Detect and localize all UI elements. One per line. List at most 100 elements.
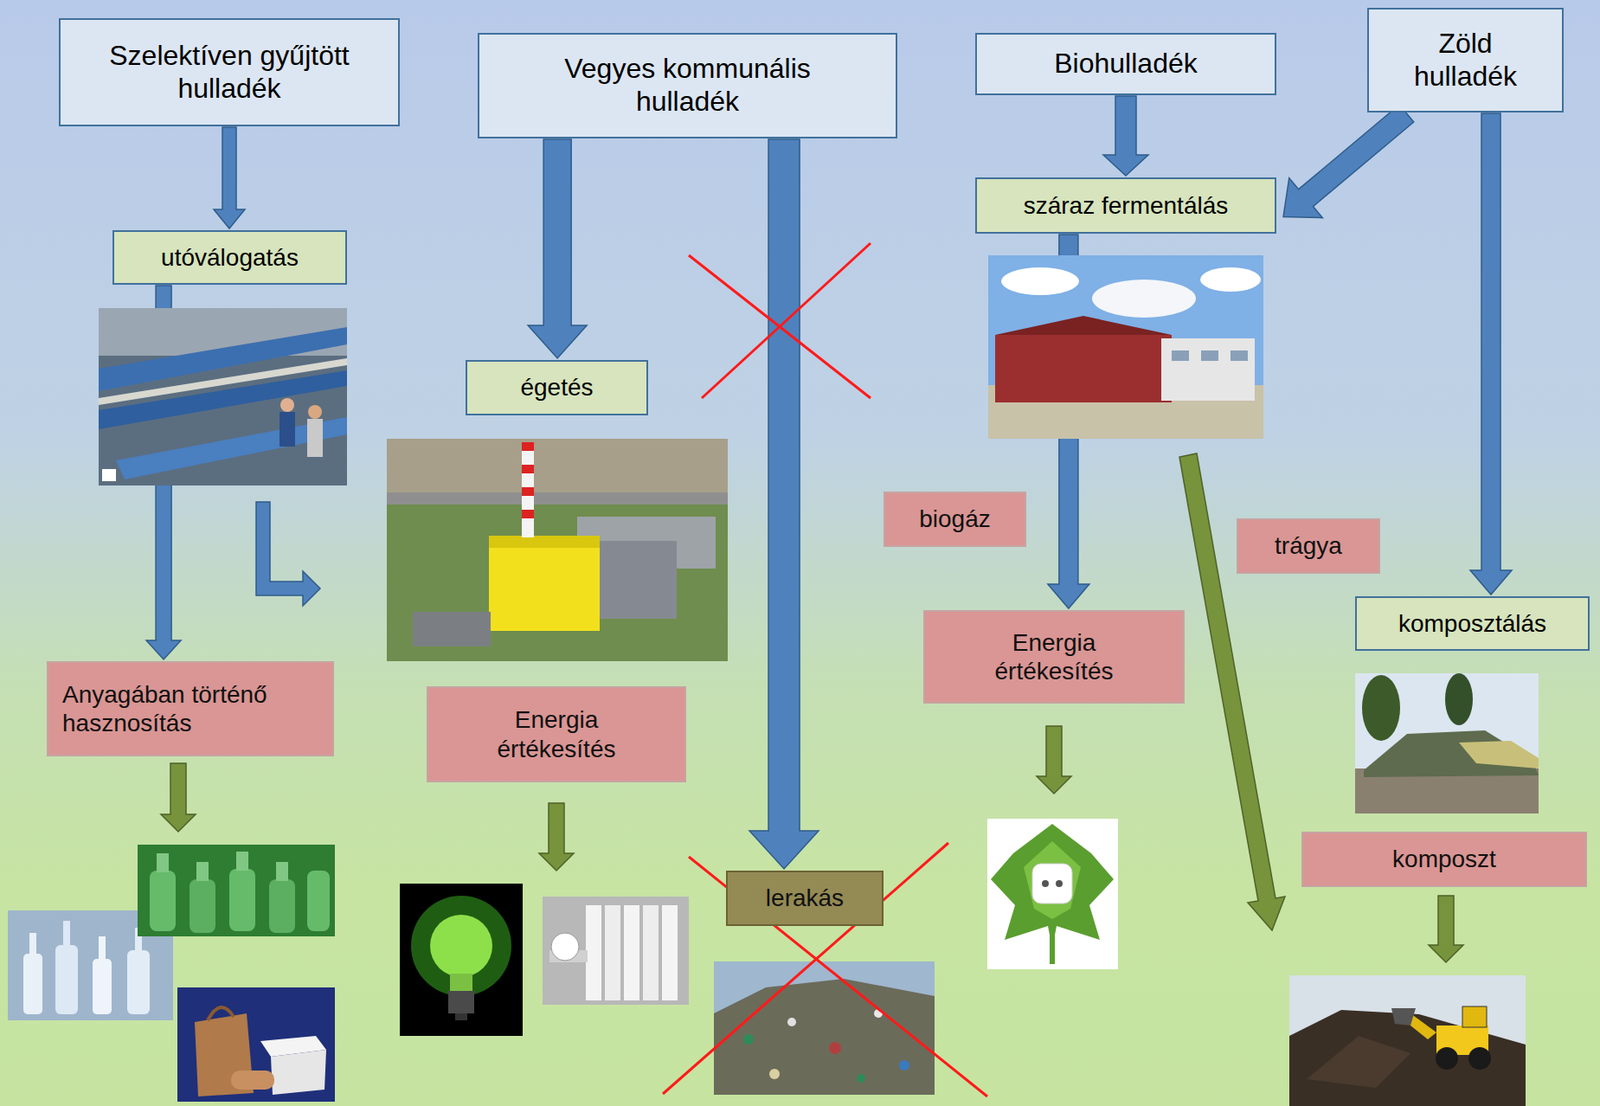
bulb-neck	[449, 973, 473, 991]
covered-pile	[1363, 730, 1539, 778]
glow	[411, 895, 512, 996]
worker-head	[280, 398, 295, 412]
bottle	[229, 868, 256, 932]
waste-heap	[713, 978, 935, 1095]
flow-arrow	[1470, 113, 1512, 595]
waste-piece	[856, 1073, 866, 1083]
office-building	[1161, 338, 1255, 401]
loader-cab	[1462, 1006, 1487, 1028]
leaf-inner	[1023, 841, 1081, 919]
window	[1201, 350, 1219, 361]
pile-edge	[1458, 740, 1539, 769]
photo-ground	[542, 896, 689, 1005]
bulb-glass	[430, 914, 493, 977]
pet-bottles-photo	[137, 844, 335, 937]
source-box: Vegyes kommunális hulladék	[477, 32, 898, 139]
product-box: biogáz	[883, 491, 1027, 547]
cloud	[1092, 279, 1196, 318]
fermentation-plant-photo	[988, 255, 1264, 439]
chimney-stripe	[521, 487, 534, 496]
worker-head	[308, 404, 322, 419]
wheel	[1468, 1047, 1491, 1070]
product-box: Energia értékesítés	[426, 686, 687, 783]
product-box: Anyagában történő hasznosítás	[46, 661, 335, 757]
radiator-fin	[642, 905, 659, 1001]
bottle	[189, 879, 216, 933]
plant-hall	[594, 540, 677, 619]
node-text: lerakás	[765, 883, 844, 913]
node-text: égetés	[520, 372, 593, 402]
hall	[995, 334, 1172, 403]
process-box: száraz fermentálás	[975, 177, 1277, 234]
loader-bucket	[1391, 1008, 1416, 1026]
bottle-neck	[29, 932, 37, 956]
bottle-neck	[63, 920, 71, 947]
chimney-stripe	[521, 509, 534, 519]
radiator-photo	[542, 896, 689, 1005]
bottle-neck	[156, 853, 169, 873]
node-text: száraz fermentálás	[1023, 191, 1229, 220]
chimney	[521, 442, 534, 538]
paper-tube	[231, 1070, 275, 1090]
boiler-roof	[488, 535, 600, 548]
compost-loader-photo	[1289, 975, 1526, 1106]
boiler-house	[488, 535, 600, 631]
photo-ground	[399, 883, 523, 1036]
node-text: trágya	[1274, 531, 1343, 560]
cross-out	[688, 856, 988, 1097]
photo-ground	[987, 818, 1119, 970]
radiator-fin	[585, 905, 602, 1001]
bottle	[269, 879, 296, 933]
node-text: Zöld hulladék	[1386, 27, 1545, 94]
photo-ground	[98, 308, 347, 486]
radiator-fin	[623, 905, 640, 1001]
output-arrow	[1428, 895, 1464, 963]
chimney-stripe	[521, 464, 534, 474]
node-text: biogáz	[918, 504, 991, 534]
node-text: komposzt	[1392, 844, 1497, 874]
flow-arrow	[527, 139, 587, 359]
socket-hole	[1041, 880, 1049, 887]
bottle	[149, 870, 176, 932]
bottle	[127, 950, 150, 1015]
flow-arrow	[1283, 104, 1414, 219]
bulb-base	[448, 990, 475, 1014]
node-text: utóválogatás	[160, 243, 299, 272]
process-box: komposztálás	[1355, 596, 1590, 651]
node-text: Vegyes kommunális hulladék	[514, 52, 862, 119]
parking	[412, 611, 491, 647]
node-text: Anyagában történő hasznosítás	[62, 680, 319, 738]
bag-handle	[207, 1007, 234, 1021]
source-box: Biohulladék	[975, 32, 1277, 96]
flow-arrow	[213, 127, 245, 229]
cross-out	[662, 842, 949, 1094]
paper-box	[270, 1049, 327, 1095]
waste-piece	[769, 1068, 780, 1080]
paper-packaging-photo	[177, 987, 335, 1102]
bottle-neck	[98, 936, 106, 961]
disposal-box: lerakás	[726, 870, 884, 926]
node-text: Biohulladék	[1053, 47, 1197, 81]
photo-ground	[177, 987, 335, 1102]
residue-arrow	[256, 501, 321, 606]
bottle	[307, 870, 330, 932]
node-text: Energia értékesítés	[951, 628, 1157, 686]
product-box: trágya	[1236, 518, 1381, 574]
flow-arrow	[749, 139, 819, 869]
waste-piece	[743, 1034, 754, 1045]
window	[1230, 350, 1248, 361]
compost-heap	[1306, 1035, 1411, 1088]
road	[386, 492, 728, 505]
waste-piece	[828, 1041, 842, 1054]
process-box: utóválogatás	[112, 230, 347, 285]
cloud	[1001, 267, 1080, 296]
photo-ground	[137, 844, 335, 937]
source-box: Szelektíven gyűjtött hulladék	[58, 18, 400, 127]
wheel	[1435, 1047, 1459, 1070]
node-text: Energia értékesítés	[454, 705, 659, 763]
thermostat-knob	[551, 932, 579, 961]
socket-hole	[1055, 880, 1063, 887]
incinerator-photo	[386, 438, 728, 662]
